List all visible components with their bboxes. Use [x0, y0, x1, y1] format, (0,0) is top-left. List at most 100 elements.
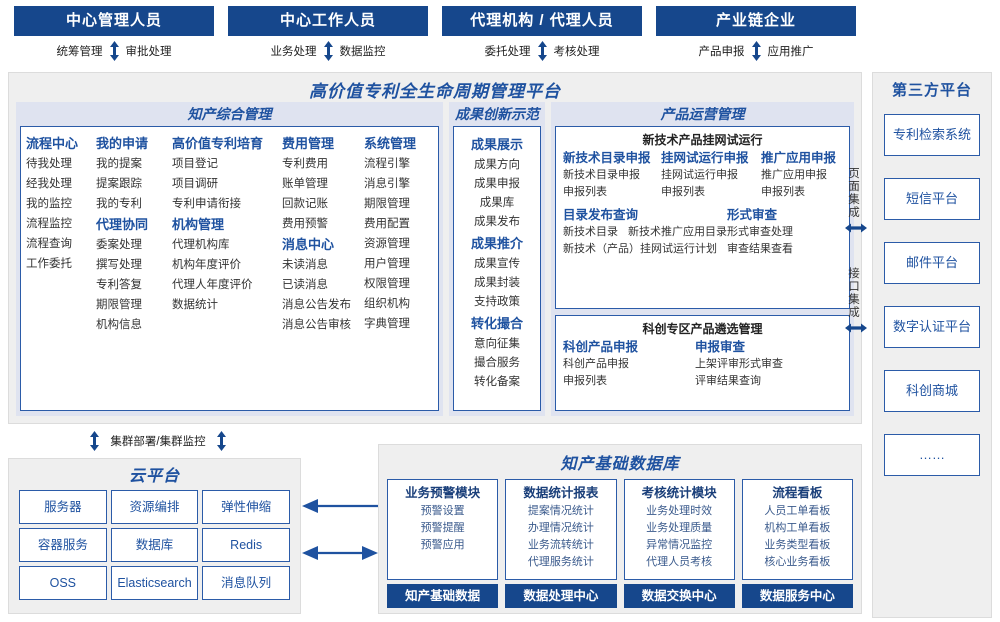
- role-title-center-staff[interactable]: 中心工作人员: [228, 6, 428, 36]
- menu-group-title[interactable]: 成果展示: [470, 137, 523, 152]
- menu-item[interactable]: 项目调研: [172, 178, 218, 190]
- menu-item[interactable]: 专利费用: [282, 158, 328, 170]
- menu-group-title[interactable]: 申报审查: [695, 340, 746, 354]
- menu-group-title[interactable]: 形式审查: [727, 208, 778, 222]
- menu-item[interactable]: 申报列表: [761, 186, 805, 198]
- menu-item[interactable]: 流程引擎: [364, 158, 410, 170]
- cloud-cell-redis[interactable]: Redis: [202, 528, 290, 562]
- third-party-item-kechuang-mall[interactable]: 科创商城: [884, 370, 980, 412]
- menu-item[interactable]: 成果申报: [474, 178, 520, 190]
- third-party-item-more[interactable]: ……: [884, 434, 980, 476]
- menu-item[interactable]: 代理人年度评价: [172, 279, 253, 291]
- menu-item[interactable]: 新技术目录申报: [563, 169, 640, 181]
- menu-item[interactable]: 机构信息: [96, 319, 142, 331]
- menu-item[interactable]: 消息公告审核: [282, 319, 351, 331]
- menu-item[interactable]: 项目登记: [172, 158, 218, 170]
- menu-item[interactable]: 新技术推广应用目录: [628, 226, 727, 238]
- cloud-cell-orchestration[interactable]: 资源编排: [110, 490, 199, 524]
- database-card-item[interactable]: 业务类型看板: [764, 539, 831, 551]
- database-card-item[interactable]: 代理服务统计: [527, 556, 594, 568]
- menu-item[interactable]: 消息引擎: [364, 178, 410, 190]
- menu-item[interactable]: 支持政策: [474, 296, 520, 308]
- role-title-agency[interactable]: 代理机构 / 代理人员: [442, 6, 642, 36]
- database-card-item[interactable]: 业务流转统计: [527, 539, 594, 551]
- menu-item[interactable]: 新技术（产品）挂网试运行计划: [563, 243, 717, 255]
- menu-item[interactable]: 我的提案: [96, 158, 142, 170]
- menu-item[interactable]: 成果封装: [474, 277, 520, 289]
- menu-item[interactable]: 申报列表: [563, 186, 607, 198]
- menu-item[interactable]: 我的监控: [26, 198, 72, 210]
- third-party-item-digital-cert[interactable]: 数字认证平台: [884, 306, 980, 348]
- menu-item[interactable]: 转化备案: [474, 376, 520, 388]
- menu-item[interactable]: 专利答复: [96, 279, 142, 291]
- menu-item[interactable]: 意向征集: [474, 338, 520, 350]
- database-card-item[interactable]: 预警设置: [420, 505, 465, 517]
- database-card-item[interactable]: 机构工单看板: [764, 522, 831, 534]
- menu-group-title[interactable]: 科创产品申报: [563, 340, 639, 354]
- menu-item[interactable]: 账单管理: [282, 178, 328, 190]
- menu-item[interactable]: 成果方向: [474, 159, 520, 171]
- menu-item[interactable]: 申报列表: [661, 186, 705, 198]
- role-title-industry-enterprise[interactable]: 产业链企业: [656, 6, 856, 36]
- menu-item[interactable]: 已读消息: [282, 279, 328, 291]
- menu-item[interactable]: 形式审查处理: [727, 226, 793, 238]
- database-card-item[interactable]: 预警应用: [420, 539, 465, 551]
- menu-item[interactable]: 撰写处理: [96, 259, 142, 271]
- database-card-item[interactable]: 业务处理时效: [646, 505, 713, 517]
- menu-item[interactable]: 委案处理: [96, 239, 142, 251]
- menu-item[interactable]: 申报列表: [563, 375, 607, 387]
- third-party-item-email[interactable]: 邮件平台: [884, 242, 980, 284]
- database-card-item[interactable]: 代理人员考核: [646, 556, 713, 568]
- menu-item[interactable]: 待我处理: [26, 158, 72, 170]
- menu-item[interactable]: 未读消息: [282, 259, 328, 271]
- menu-group-title[interactable]: 消息中心: [282, 237, 335, 252]
- menu-group-title[interactable]: 目录发布查询: [563, 208, 639, 222]
- menu-group-title[interactable]: 挂网试运行申报: [661, 151, 749, 165]
- menu-group-title[interactable]: 代理协同: [96, 217, 149, 232]
- database-card-item[interactable]: 异常情况监控: [646, 539, 713, 551]
- menu-item[interactable]: 流程监控: [26, 218, 72, 230]
- menu-item[interactable]: 科创产品申报: [563, 358, 629, 370]
- menu-item[interactable]: 消息公告发布: [282, 299, 351, 311]
- menu-item[interactable]: 费用预警: [282, 218, 328, 230]
- menu-group-title[interactable]: 转化撮合: [470, 316, 523, 331]
- menu-item[interactable]: 提案跟踪: [96, 178, 142, 190]
- menu-item[interactable]: 回款记账: [282, 198, 328, 210]
- menu-item[interactable]: 用户管理: [364, 258, 410, 270]
- menu-item[interactable]: 我的专利: [96, 198, 142, 210]
- menu-group-title[interactable]: 成果推介: [470, 236, 523, 251]
- menu-item[interactable]: 流程查询: [26, 238, 72, 250]
- menu-group-title[interactable]: 系统管理: [364, 136, 417, 151]
- menu-group-title[interactable]: 高价值专利培育: [172, 136, 264, 151]
- menu-item[interactable]: 专利申请衔接: [172, 198, 241, 210]
- database-card-item[interactable]: 业务处理质量: [646, 522, 713, 534]
- database-card-item[interactable]: 提案情况统计: [527, 505, 594, 517]
- menu-group-title[interactable]: 推广应用申报: [761, 151, 837, 165]
- menu-group-title[interactable]: 新技术目录申报: [563, 151, 651, 165]
- menu-item[interactable]: 评审结果查询: [695, 375, 761, 387]
- menu-item[interactable]: 成果库: [479, 197, 515, 209]
- menu-group-title[interactable]: 我的申请: [96, 136, 149, 151]
- menu-item[interactable]: 上架评审形式审查: [695, 358, 783, 370]
- database-footer-exchange-center[interactable]: 数据交换中心: [623, 584, 735, 608]
- menu-item[interactable]: 工作委托: [26, 258, 72, 270]
- database-card-item[interactable]: 办理情况统计: [527, 522, 594, 534]
- menu-item[interactable]: 机构年度评价: [172, 259, 241, 271]
- menu-item[interactable]: 期限管理: [364, 198, 410, 210]
- menu-group-title[interactable]: 费用管理: [282, 136, 335, 151]
- cloud-cell-autoscale[interactable]: 弹性伸缩: [202, 490, 290, 524]
- cloud-cell-mq[interactable]: 消息队列: [202, 566, 290, 600]
- database-card-item[interactable]: 核心业务看板: [764, 556, 831, 568]
- database-footer-processing-center[interactable]: 数据处理中心: [505, 584, 617, 608]
- menu-item[interactable]: 审查结果查看: [727, 243, 793, 255]
- cloud-cell-elasticsearch[interactable]: Elasticsearch: [110, 566, 199, 600]
- menu-item[interactable]: 组织机构: [364, 298, 410, 310]
- menu-item[interactable]: 经我处理: [26, 178, 72, 190]
- menu-item[interactable]: 成果发布: [474, 216, 520, 228]
- menu-item[interactable]: 成果宣传: [474, 258, 520, 270]
- menu-item[interactable]: 期限管理: [96, 299, 142, 311]
- menu-item[interactable]: 撮合服务: [474, 357, 520, 369]
- third-party-item-sms[interactable]: 短信平台: [884, 178, 980, 220]
- menu-group-title[interactable]: 流程中心: [26, 136, 79, 151]
- cloud-cell-server[interactable]: 服务器: [19, 490, 107, 524]
